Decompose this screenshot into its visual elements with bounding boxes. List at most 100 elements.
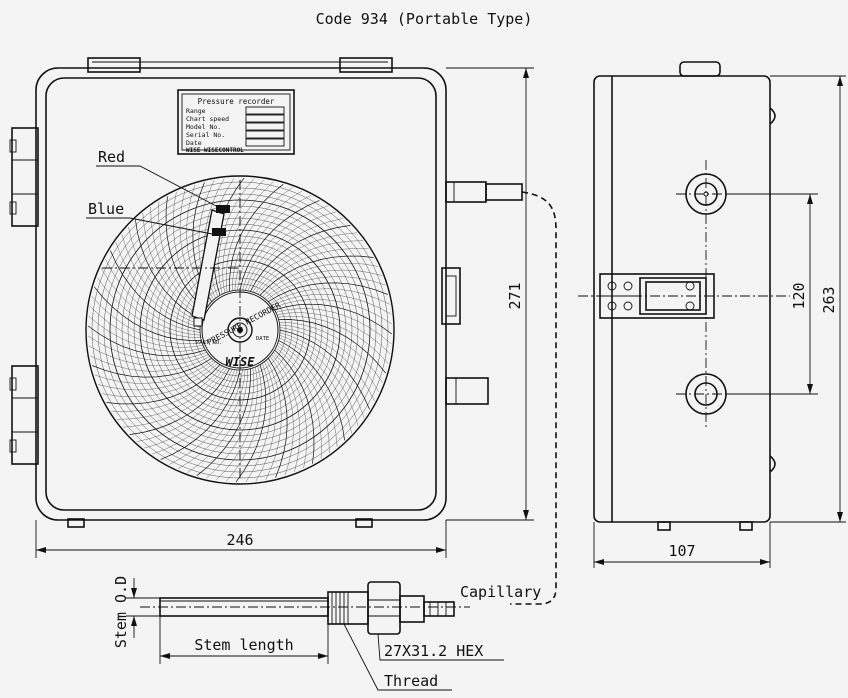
nameplate-row-range: Range (186, 107, 206, 115)
chart-time-arc (266, 276, 386, 301)
front-view: Pressure recorder Range Chart speed Mode… (9, 57, 523, 528)
chart-time-arc (196, 368, 251, 476)
chart-time-arc (277, 342, 338, 447)
chart-time-arc (89, 306, 204, 348)
chart-time-arc (279, 327, 375, 401)
chart-time-arc (271, 294, 392, 315)
hinge-top (9, 127, 39, 227)
chart-time-arc (142, 213, 203, 318)
handle-top-right (339, 57, 393, 73)
chart-time-arc (144, 369, 235, 449)
chart-time-arc (129, 368, 230, 435)
chart-time-arc (106, 364, 221, 405)
label-hex: 27X31.2 HEX (384, 642, 483, 660)
probe-assembly (140, 581, 470, 635)
chart-time-arc (123, 367, 228, 428)
chart-time-arc (136, 369, 233, 442)
chart-time-arc (169, 369, 243, 465)
chart-time-arc (91, 296, 203, 344)
dim-mount-120: 120 (726, 193, 818, 395)
chart-time-arc (247, 218, 344, 291)
dim-mount-label: 120 (790, 282, 808, 309)
dim-height-side-label: 263 (820, 286, 838, 313)
dim-stem-od: Stem O.D (112, 576, 160, 648)
chart-time-arc (279, 322, 383, 383)
dim-width-label: 246 (226, 531, 253, 549)
chart-time-arc (268, 282, 388, 302)
chart-time-arc (98, 361, 216, 391)
chart-time-arc (187, 369, 248, 473)
side-case (593, 75, 771, 523)
chart-time-arc (273, 352, 307, 469)
label-stem-od: Stem O.D (112, 576, 130, 648)
fitting-top (445, 181, 523, 203)
label-capillary: Capillary (460, 583, 541, 601)
chart-time-arc (277, 316, 389, 364)
chart-time-arc (105, 259, 201, 333)
chart-time-arc (229, 184, 284, 292)
chart-time-arc (250, 225, 351, 292)
chart-time-arc (275, 308, 392, 345)
chart-time-arc (274, 303, 393, 335)
chart-time-arc (158, 201, 205, 313)
chart-time-arc (94, 286, 202, 341)
chart-time-arc (273, 299, 392, 325)
chart-time-arc (276, 345, 330, 454)
label-red: Red (98, 148, 125, 166)
chart-time-arc (279, 335, 359, 426)
chart-time-arc (88, 345, 209, 366)
dim-depth-107: 107 (593, 522, 771, 568)
chart-time-arc (271, 354, 301, 472)
probe-hex-nut (367, 581, 401, 635)
chart-time-arc (269, 356, 294, 476)
fitting-bottom (445, 377, 489, 405)
chart-date-label: DATE (256, 336, 269, 342)
chart-time-arc (257, 248, 369, 295)
chart-time-arc (265, 360, 282, 480)
side-top-knob (679, 61, 721, 77)
chart-time-arc (278, 340, 345, 441)
dim-stem-length: Stem length (159, 616, 329, 664)
pen-arm (191, 205, 230, 327)
chart-time-arc (216, 366, 258, 481)
chart-time-arc (101, 363, 218, 397)
chart-time-arc (128, 226, 201, 323)
chart-time-arc (279, 324, 379, 392)
dim-width-246: 246 (35, 520, 447, 558)
chart-time-arc (94, 359, 214, 384)
nameplate-row-serial: Serial No. (186, 131, 225, 139)
chart-time-arc (88, 315, 205, 352)
chart-time-arc (276, 312, 391, 354)
drawing-title: Code 934 (Portable Type) (316, 10, 533, 28)
chart-time-arc (264, 269, 382, 299)
chart-time-arc (90, 355, 210, 372)
chart-time-arc (88, 335, 207, 361)
chart-time-arc (268, 358, 288, 478)
chart-time-arc (226, 181, 274, 293)
chart-time-arc (275, 347, 322, 459)
chart-time-arc (255, 240, 364, 294)
chart-time-arc (259, 255, 374, 296)
chart-time-arc (115, 242, 201, 328)
chart-time-arc (152, 369, 238, 455)
nameplate-row-speed: Chart speed (186, 115, 229, 123)
dim-height-263: 263 (770, 75, 846, 523)
side-view (578, 61, 790, 531)
chart-time-arc (245, 363, 271, 482)
chart-time-arc (150, 206, 204, 315)
dim-height-271: 271 (446, 67, 534, 521)
chart-time-arc (111, 365, 223, 412)
chart-time-arc (252, 232, 357, 293)
chart-time-arc (206, 367, 254, 479)
nameplate-row-date: Date (186, 139, 202, 147)
chart-time-arc (173, 191, 207, 308)
chart-time-arc (178, 369, 246, 469)
chart-time-arc (97, 277, 201, 338)
nameplate-title: Pressure recorder (198, 97, 275, 106)
chart-time-arc (245, 211, 336, 291)
chart-time-arc (110, 250, 201, 331)
chart-time-arc (160, 369, 241, 460)
chart-time-arc (242, 205, 328, 291)
chart-time-arc (278, 319, 386, 374)
chart-time-arc (274, 349, 315, 464)
